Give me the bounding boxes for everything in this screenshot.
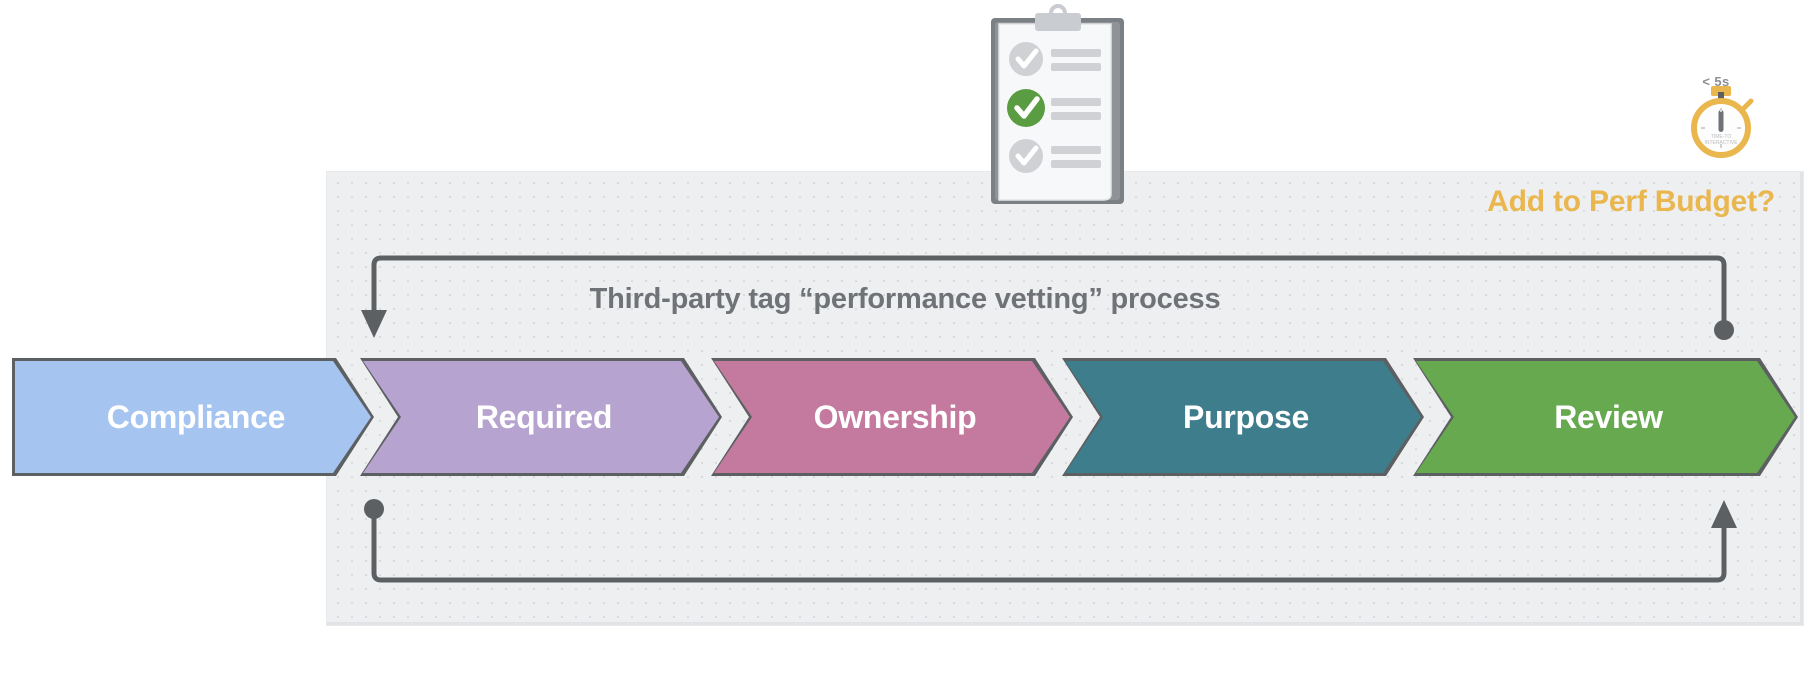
stopwatch-icon: TIME-TO INTERACTIVE xyxy=(1682,68,1760,160)
stage-shape xyxy=(1062,358,1424,476)
stage-review[interactable]: Review xyxy=(1413,358,1798,476)
stage-shape xyxy=(711,358,1073,476)
stage-compliance[interactable]: Compliance xyxy=(12,358,374,476)
stage-shape xyxy=(360,358,722,476)
arrow-up-head xyxy=(1711,500,1737,528)
process-title: Third-party tag “performance vetting” pr… xyxy=(589,283,1221,315)
stopwatch-face-line-2: INTERACTIVE xyxy=(1704,140,1738,146)
stage-required[interactable]: Required xyxy=(360,358,722,476)
stage-ownership[interactable]: Ownership xyxy=(711,358,1073,476)
top-loop-dot xyxy=(1714,320,1734,340)
stage-label: Ownership xyxy=(813,398,977,435)
stopwatch-badge-label: < 5s xyxy=(1702,74,1730,89)
arrow-down-head xyxy=(361,310,387,338)
stopwatch-face-line-1: TIME-TO xyxy=(1711,134,1732,140)
perf-budget-label: Add to Perf Budget? xyxy=(1487,185,1775,218)
stage-label: Review xyxy=(1554,398,1663,435)
stage-label: Purpose xyxy=(1183,398,1309,435)
stage-shape xyxy=(1413,358,1798,476)
clipboard-icon xyxy=(985,4,1130,219)
stage-label: Compliance xyxy=(106,398,286,435)
stage-shape xyxy=(12,358,374,476)
bottom-loop-dot xyxy=(364,499,384,519)
pipeline: Compliance Required Ownership Purpose xyxy=(0,358,1810,476)
stage-label: Required xyxy=(475,398,613,435)
stage-purpose[interactable]: Purpose xyxy=(1062,358,1424,476)
